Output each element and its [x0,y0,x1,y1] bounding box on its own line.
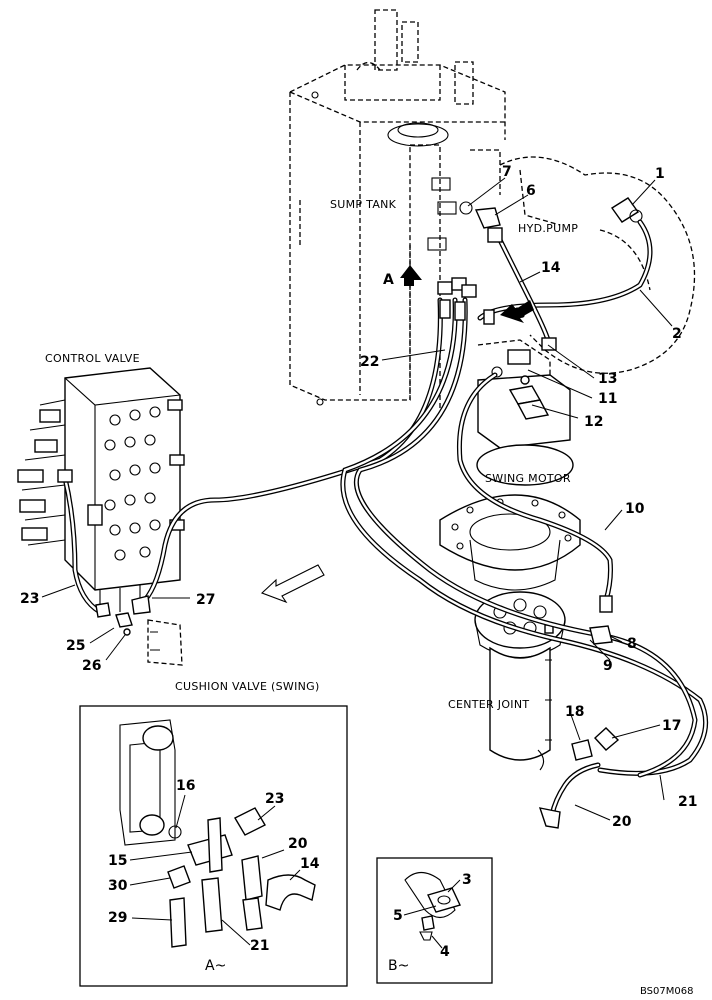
arrow-b-icon [500,300,534,323]
view-a-marker: A [383,272,394,288]
callout-11: 11 [598,391,617,407]
hyd-pump-label: HYD.PUMP [518,222,578,235]
detail-a-callout-21: 21 [250,938,269,954]
drawing-code: BS07M068 [640,986,693,997]
detail-a-callout-16: 16 [176,778,195,794]
callout-13: 13 [598,371,617,387]
callout-1: 1 [655,166,665,182]
detail-a [79,705,348,987]
callout-29: 27 [196,592,215,608]
callout-25: 23 [20,591,39,607]
sump-tank [289,9,506,410]
hydraulic-pump [499,156,696,374]
control-valve [17,367,185,612]
callout-21: 21 [678,794,697,810]
detail-b [376,857,493,984]
callout-17: 17 [662,718,681,734]
detail-b-title: B~ [388,958,409,974]
detail-a-callout-15: 15 [108,853,127,869]
callout-18: 18 [565,704,584,720]
sump-tank-label: SUMP TANK [330,198,397,211]
leader-lines [41,177,673,821]
callout-7: 7 [502,164,512,180]
callout-3: 3 [462,872,472,888]
detail-a-callout-23: 23 [265,791,284,807]
callout-8: 8 [627,636,637,652]
callout-5: 5 [393,908,403,924]
view-arrows [260,265,534,604]
callout-4: 4 [440,944,450,960]
callout-2: 2 [672,326,682,342]
callout-9: 9 [603,658,613,674]
arrow-a-icon [400,265,422,286]
callout-12: 12 [584,414,603,430]
cushion-valve-label: CUSHION VALVE (SWING) [175,680,320,693]
detail-a-callout-14: 14 [300,856,320,872]
cushion-valve [147,619,183,666]
callout-26: 25 [66,638,85,654]
callout-22: 22 [360,354,379,370]
callout-27: 26 [82,658,101,674]
hoses [62,219,709,818]
callout-14: 14 [541,260,561,276]
detail-a-callout-30: 30 [108,878,128,894]
fittings [57,201,620,829]
swing-motor-label: SWING MOTOR [485,472,571,485]
callout-10: 10 [625,501,645,517]
front-direction-arrow-icon [260,564,325,604]
callout-20: 20 [612,814,632,830]
control-valve-label: CONTROL VALVE [45,352,140,365]
callout-6: 6 [526,183,536,199]
view-b-marker: B [515,306,526,322]
swing-motor [439,339,581,591]
detail-a-title: A~ [205,958,226,974]
detail-a-callout-29: 29 [108,910,127,926]
center-joint-label: CENTER JOINT [448,698,529,711]
detail-a-callout-20: 20 [288,836,308,852]
